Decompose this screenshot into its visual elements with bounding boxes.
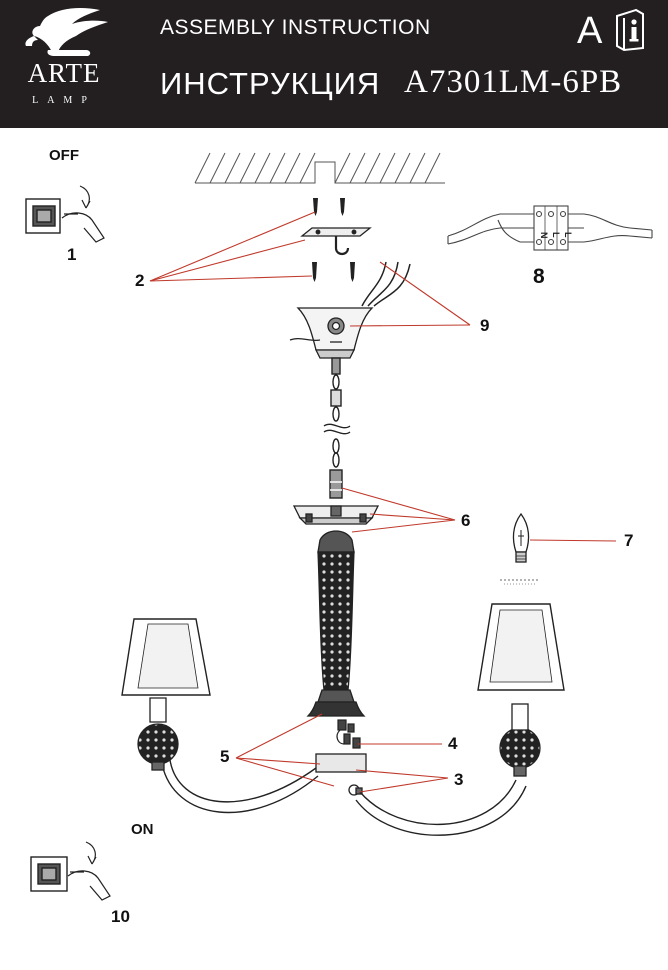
terminal-marking-n: N <box>539 232 549 239</box>
assembly-diagram: N L L <box>25 152 653 901</box>
switch-off-label: OFF <box>49 147 79 164</box>
terminal-marking-l1: L <box>551 232 561 238</box>
supply-wires <box>361 261 411 307</box>
switch-on-label: ON <box>131 821 154 838</box>
connectors <box>336 719 361 749</box>
left-globe <box>137 697 179 771</box>
right-arm <box>355 779 527 836</box>
chain <box>323 357 351 499</box>
model-number: A7301LM-6PB <box>404 64 623 100</box>
junction-box <box>315 753 367 796</box>
mounting-bar <box>300 227 372 256</box>
title-russian: ИНСТРУКЦИЯ <box>160 66 381 101</box>
info-book-icon <box>616 8 644 52</box>
language-badge: A <box>577 10 603 52</box>
left-arm <box>161 759 319 814</box>
ceiling-hatch <box>194 152 445 184</box>
step-1-number: 1 <box>67 245 77 264</box>
wall-switch-icon <box>30 841 111 901</box>
body-cup <box>292 505 380 525</box>
candle-bulb-icon <box>500 512 540 585</box>
callout-3: 3 <box>454 770 464 789</box>
left-shade <box>121 618 211 696</box>
canopy <box>289 307 374 359</box>
wall-switch-icon <box>25 185 105 243</box>
header-bar: ARTE LAMP ASSEMBLY INSTRUCTION ИНСТРУКЦИ… <box>0 0 668 128</box>
callout-5: 5 <box>220 747 230 766</box>
callout-6: 6 <box>461 511 471 530</box>
callout-7: 7 <box>624 531 634 550</box>
step-10-number: 10 <box>111 907 130 926</box>
callout-4: 4 <box>448 734 458 753</box>
title-english: ASSEMBLY INSTRUCTION <box>160 16 431 39</box>
terminal-block <box>447 205 653 251</box>
central-column <box>306 530 366 717</box>
leader-lines <box>149 211 617 793</box>
terminal-marking-l2: L <box>563 232 573 238</box>
brand-subtitle: LAMP <box>32 95 96 106</box>
right-shade <box>477 603 565 691</box>
griffin-logo-icon <box>25 8 108 56</box>
right-globe <box>499 703 541 777</box>
callout-8: 8 <box>533 265 545 288</box>
callout-9: 9 <box>480 316 490 335</box>
screw-icon <box>312 198 355 282</box>
callout-2: 2 <box>135 271 145 290</box>
brand-name: ARTE <box>27 58 101 88</box>
